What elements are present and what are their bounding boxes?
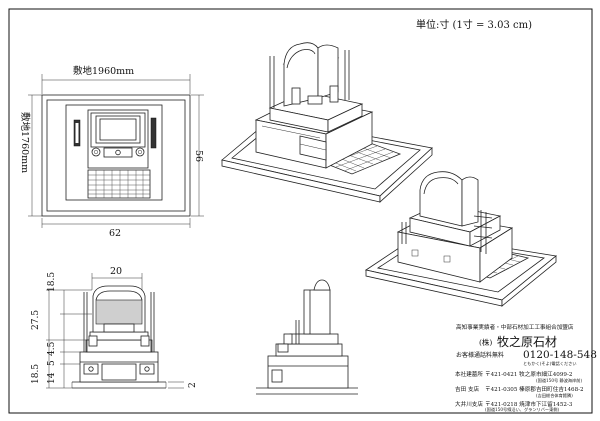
front-dim-left-5: 14 [47, 372, 57, 384]
front-elevation: 20 [31, 266, 198, 389]
front-dim-left-1: 18.5 [47, 272, 57, 292]
front-dim-top: 20 [110, 266, 122, 277]
front-dim-left-2: 27.5 [31, 310, 41, 330]
plan-view: 敷地1960mm 敷地1760mm [19, 65, 204, 239]
unit-note: 単位:寸 (1寸 = 3.03 cm) [416, 18, 532, 31]
office-1-name: 本社建墓所 [455, 370, 483, 378]
company-info: 高知事業実績者・中部石材加工工事組合加盟店 (株) 牧之原石材 お客様通話料無料… [455, 323, 597, 413]
isometric-view-side [364, 171, 557, 307]
office-3-name: 大井川支店 [455, 400, 483, 408]
office-2-note: (吉田総合体育館隣) [536, 392, 573, 399]
isometric-view-front [221, 42, 433, 203]
front-dim-left-3: 4.5 [47, 341, 57, 356]
tollfree-number: 0120-148-548 [523, 349, 597, 361]
plan-dim-bottom: 62 [109, 228, 121, 239]
plan-height-label: 敷地1760mm [19, 112, 31, 173]
tollfree-label: お客様通話料無料 [456, 351, 504, 359]
tollfree-sub: ともかく(そよ)電話ください [523, 360, 577, 367]
front-dim-left-4: 5 [47, 360, 57, 366]
company-name-prefix: (株) [479, 337, 492, 347]
front-dim-left-6: 18.5 [31, 364, 41, 384]
office-2-address: 〒421-0305 榛原郡吉田町住吉1468-2 [485, 385, 584, 393]
front-dim-right: 2 [188, 382, 198, 388]
company-name: 牧之原石材 [497, 335, 557, 349]
office-3-note: (国道150号線沿い、グランリバー東側) [485, 406, 559, 413]
office-2-name: 吉田 支店 [455, 385, 480, 393]
plan-width-label: 敷地1960mm [73, 65, 134, 77]
plan-dim-right: 56 [193, 150, 204, 162]
office-1-note: (国道150号 静波海岸前) [536, 377, 582, 384]
side-elevation [256, 279, 358, 395]
office-3-address: 〒421-0218 焼津市下江留1452-3 [485, 400, 573, 408]
company-certification: 高知事業実績者・中部石材加工工事組合加盟店 [456, 323, 574, 331]
office-1-address: 〒421-0421 牧之原市細江4099-2 [485, 370, 573, 378]
sheet-border [8, 8, 593, 414]
